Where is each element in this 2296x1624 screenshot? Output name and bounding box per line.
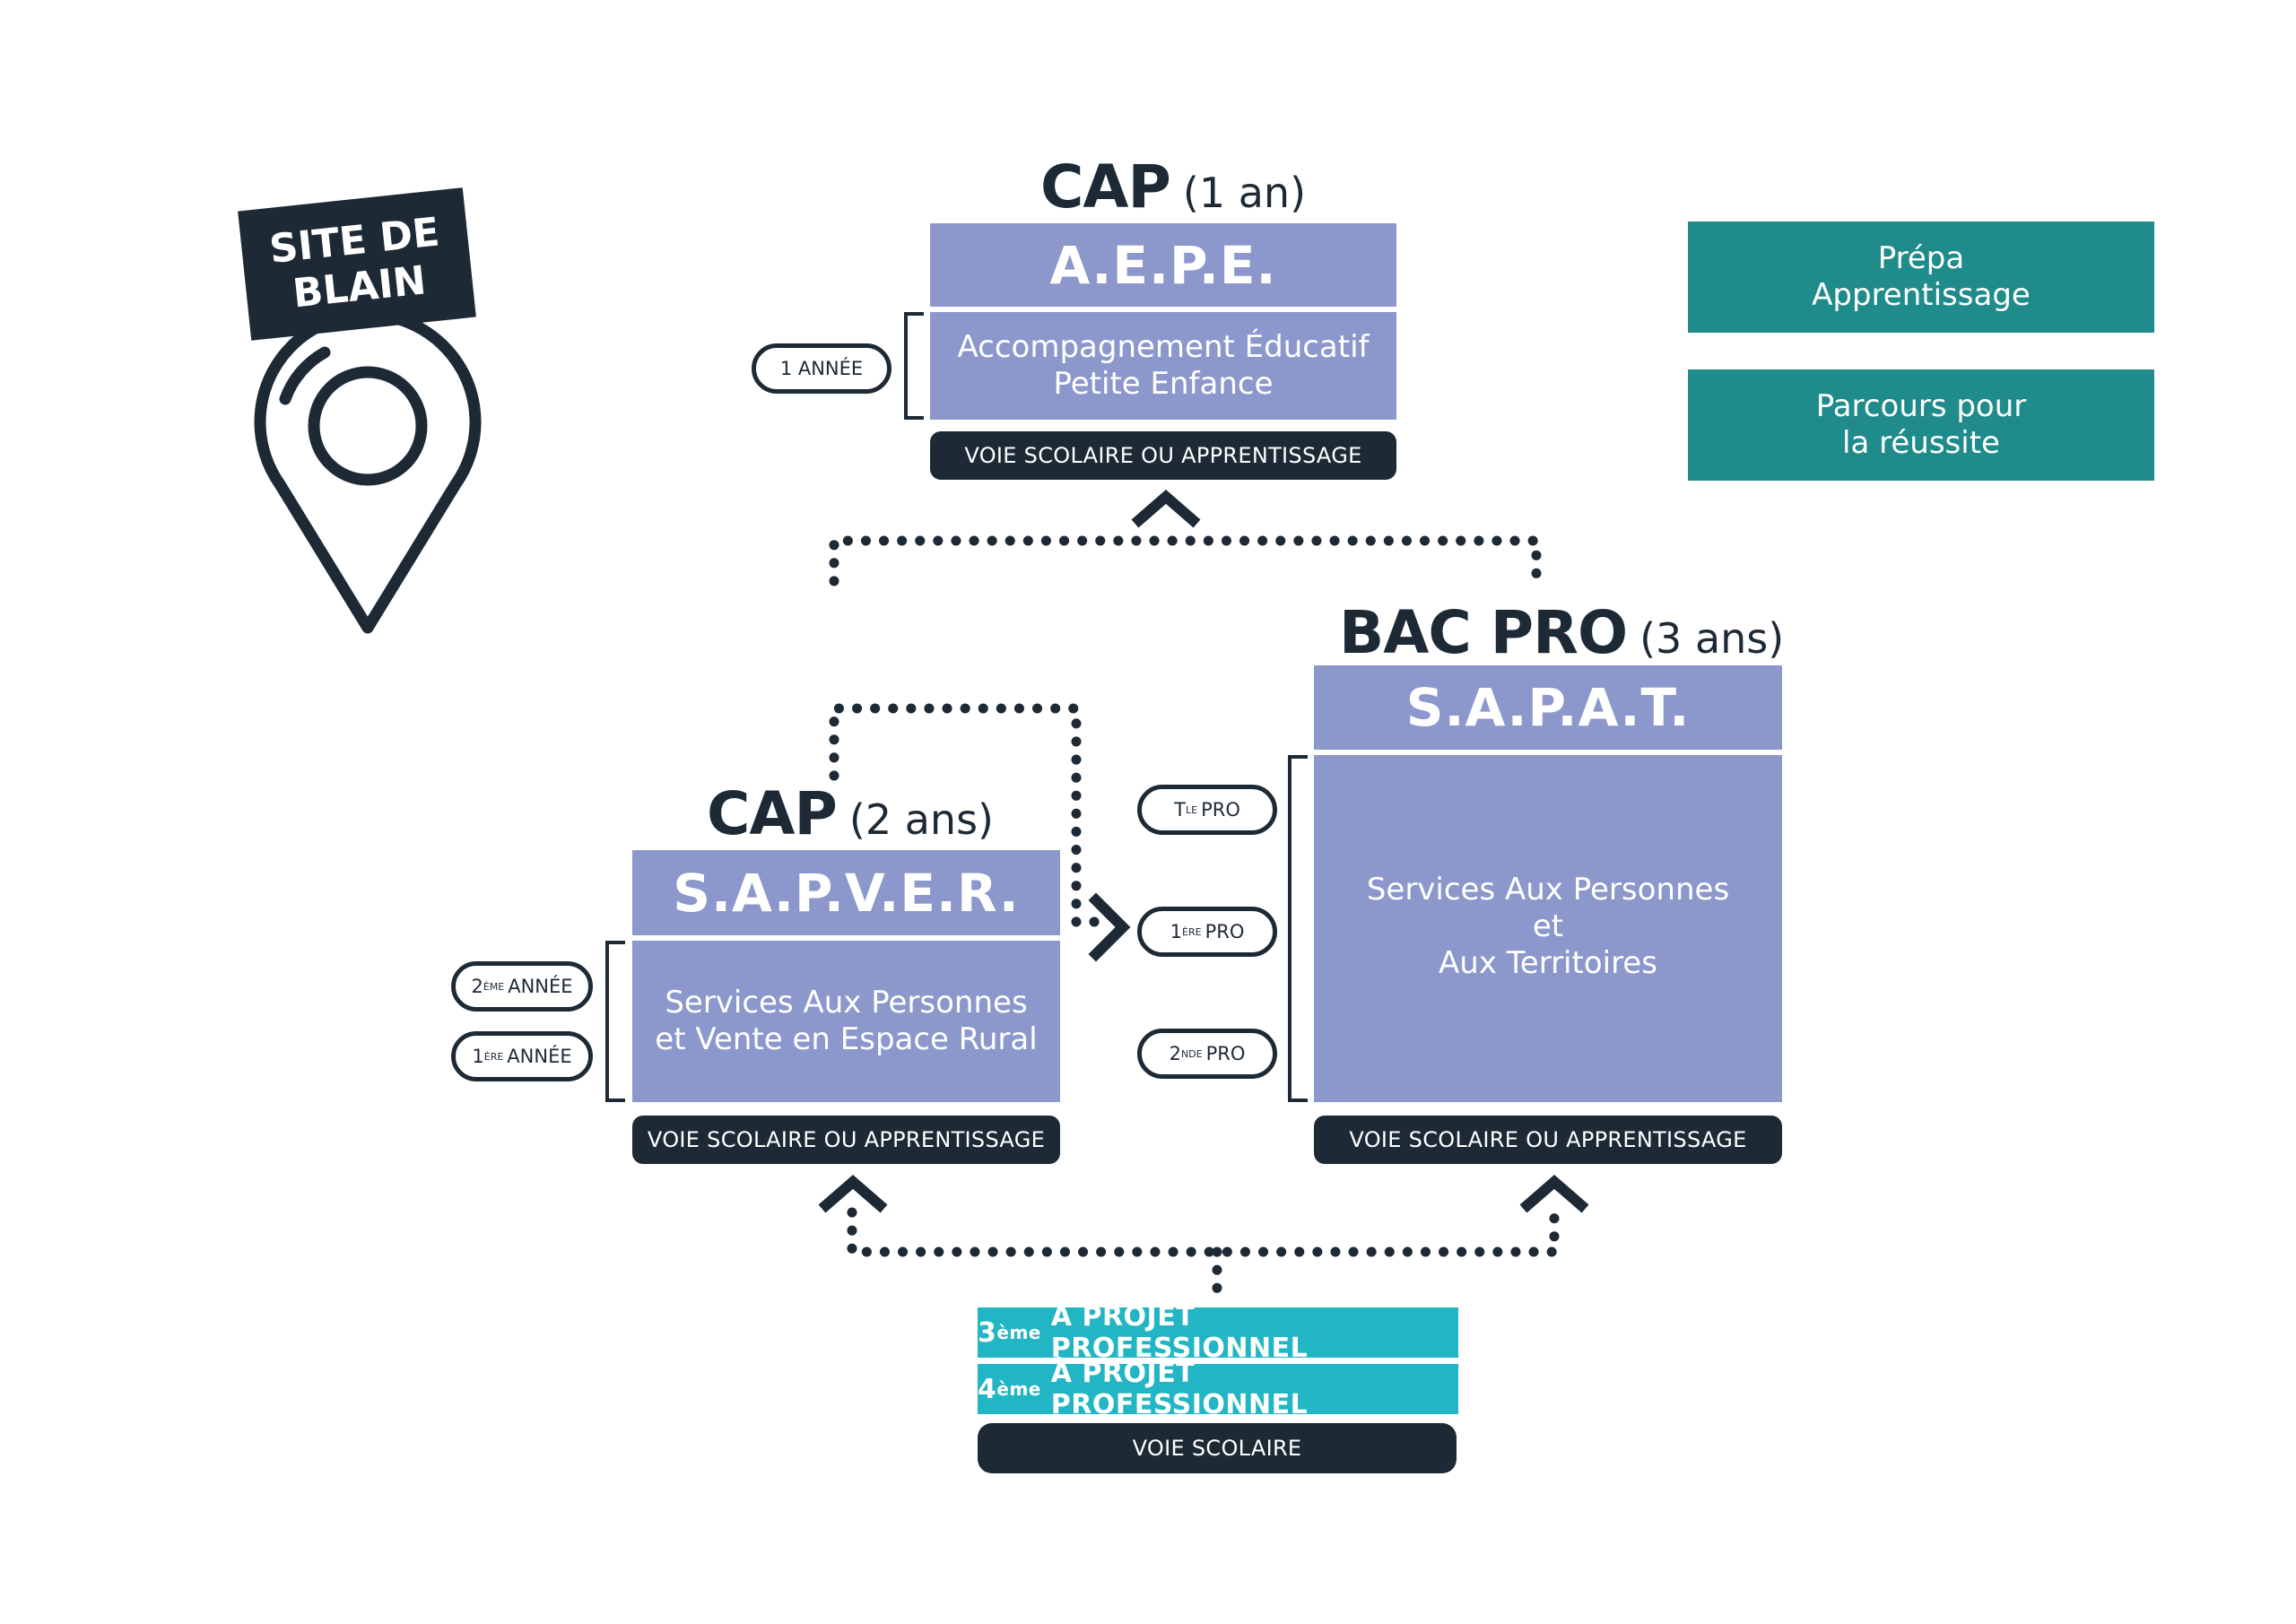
cap-2ans-title-main: CAP	[707, 779, 838, 848]
bac-pro-duration: (3 ans)	[1639, 614, 1785, 663]
prepa-line2: Apprentissage	[1812, 277, 2031, 313]
aepe-acronym: A.E.P.E.	[930, 223, 1396, 307]
pill-num: 2	[1169, 1043, 1181, 1064]
sapver-name: Services Aux Personnes et Vente en Espac…	[632, 941, 1060, 1102]
pill-sup: ÈRE	[483, 1050, 504, 1063]
pill-num: T	[1174, 799, 1186, 821]
chevron-up-icon	[1131, 490, 1201, 528]
connector-sapver-to-bac	[829, 703, 1107, 927]
parcours-reussite-button[interactable]: Parcours pour la réussite	[1688, 369, 2154, 481]
cap-1an-title-main: CAP	[1040, 152, 1171, 221]
pill-sup: NDE	[1180, 1047, 1203, 1060]
site-label: SITE DE BLAIN	[238, 187, 476, 341]
aepe-name: Accompagnement Éducatif Petite Enfance	[930, 312, 1396, 420]
aepe-name-line2: Petite Enfance	[1053, 366, 1274, 402]
sapat-name-line3: Aux Territoires	[1439, 944, 1657, 981]
pill-label: ANNÉE	[508, 976, 573, 997]
sapat-name-line2: et	[1532, 908, 1564, 944]
prepa-line1: Prépa	[1877, 240, 1965, 277]
chevron-right-icon	[1088, 892, 1131, 962]
pill-num: 1	[472, 1046, 484, 1067]
cap-1an-title: CAP(1 an)	[1040, 158, 1306, 217]
chevron-up-icon	[818, 1175, 888, 1213]
aepe-voie: VOIE SCOLAIRE OU APPRENTISSAGE	[930, 431, 1396, 480]
entry-num: 3	[978, 1316, 997, 1349]
cap-1an-duration: (1 an)	[1182, 169, 1307, 217]
bac-pro-title: BAC PRO(3 ans)	[1339, 604, 1784, 663]
aepe-pill-year: 1 ANNÉE	[752, 343, 891, 394]
sapat-name-line1: Services Aux Personnes	[1366, 872, 1730, 908]
prepa-apprentissage-button[interactable]: Prépa Apprentissage	[1688, 221, 2154, 333]
map-pin-icon	[254, 308, 482, 634]
pill-label: PRO	[1201, 799, 1240, 821]
sapat-acronym: S.A.P.A.T.	[1314, 665, 1782, 750]
sapver-name-line2: et Vente en Espace Rural	[655, 1021, 1038, 1057]
pill-label: ANNÉE	[507, 1046, 572, 1067]
pill-sup: ÈRE	[1182, 925, 1202, 938]
aepe-bracket	[904, 312, 924, 420]
sapat-bracket	[1288, 755, 1308, 1102]
entry-voie: VOIE SCOLAIRE	[978, 1423, 1457, 1473]
pill-num: 2	[471, 976, 483, 997]
pill-sup: LE	[1185, 803, 1198, 816]
entry-num: 4	[978, 1373, 997, 1405]
pill-label: PRO	[1205, 1043, 1246, 1064]
connector-sapver-bac-to-aepe	[829, 535, 1542, 586]
sapver-voie: VOIE SCOLAIRE OU APPRENTISSAGE	[632, 1116, 1060, 1164]
pill-sup: ÈME	[483, 980, 505, 993]
entry-label: À PROJET PROFESSIONNEL	[1050, 1358, 1309, 1420]
pill-num: 1	[1170, 921, 1183, 942]
sapat-voie: VOIE SCOLAIRE OU APPRENTISSAGE	[1314, 1116, 1782, 1164]
sapver-bracket	[605, 941, 625, 1102]
parcours-line1: Parcours pour	[1815, 388, 2027, 425]
connector-entry-to-sapver	[847, 1207, 1560, 1257]
entry-label: À PROJET PROFESSIONNEL	[1050, 1301, 1309, 1364]
pill-label: PRO	[1205, 921, 1245, 942]
sapver-name-line1: Services Aux Personnes	[665, 985, 1028, 1021]
parcours-line2: la réussite	[1842, 425, 2000, 461]
bac-pro-title-main: BAC PRO	[1339, 598, 1628, 667]
cap-2ans-title: CAP(2 ans)	[707, 785, 994, 844]
chevron-up-icon	[1519, 1175, 1589, 1213]
sapat-name: Services Aux Personnes et Aux Territoire…	[1314, 755, 1782, 1102]
entry-sup: ème	[996, 1378, 1041, 1400]
cap-2ans-duration: (2 ans)	[848, 795, 994, 844]
aepe-name-line1: Accompagnement Éducatif	[957, 329, 1370, 366]
entry-sup: ème	[996, 1322, 1041, 1343]
sapver-acronym: S.A.P.V.E.R.	[632, 850, 1060, 935]
